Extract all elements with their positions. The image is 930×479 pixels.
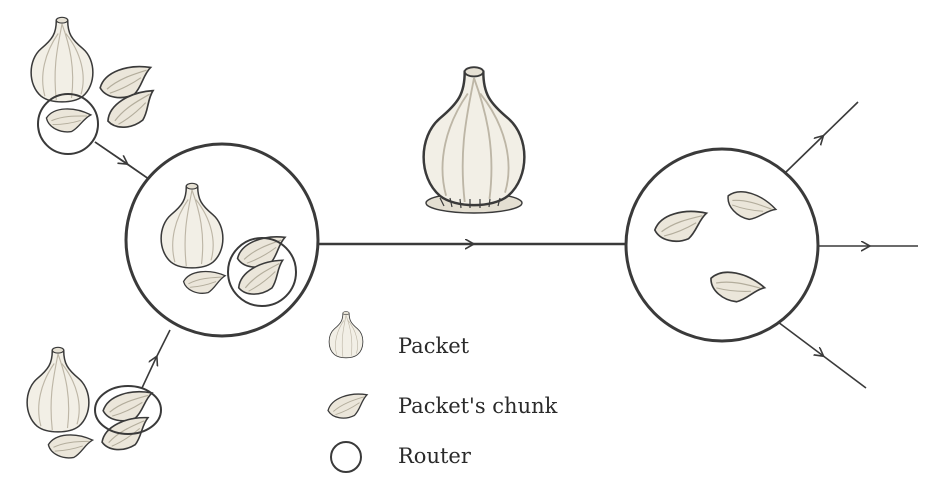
garlic-clove-icon — [47, 432, 93, 461]
source-bottom-left — [27, 347, 161, 461]
link-out-bottom — [778, 322, 866, 388]
source-top-left — [31, 17, 162, 154]
router-circle-icon — [626, 149, 818, 341]
router-left — [126, 144, 318, 336]
garlic-bulb-icon — [329, 312, 363, 358]
garlic-bulb-icon — [31, 17, 93, 102]
legend-packet-label: Packet — [398, 334, 469, 358]
link-bottom-to-router — [142, 330, 170, 388]
legend-router-label: Router — [398, 444, 471, 468]
big-garlic-bulb-icon — [424, 67, 525, 213]
legend — [326, 312, 370, 472]
legend-chunk-label: Packet's chunk — [398, 394, 557, 418]
link-out-top — [786, 102, 858, 172]
garlic-bulb-icon — [27, 347, 89, 432]
router-circle-icon — [331, 442, 361, 472]
garlic-clove-icon — [326, 392, 370, 420]
router-right — [626, 149, 818, 341]
garlic-clove-icon — [45, 105, 92, 136]
